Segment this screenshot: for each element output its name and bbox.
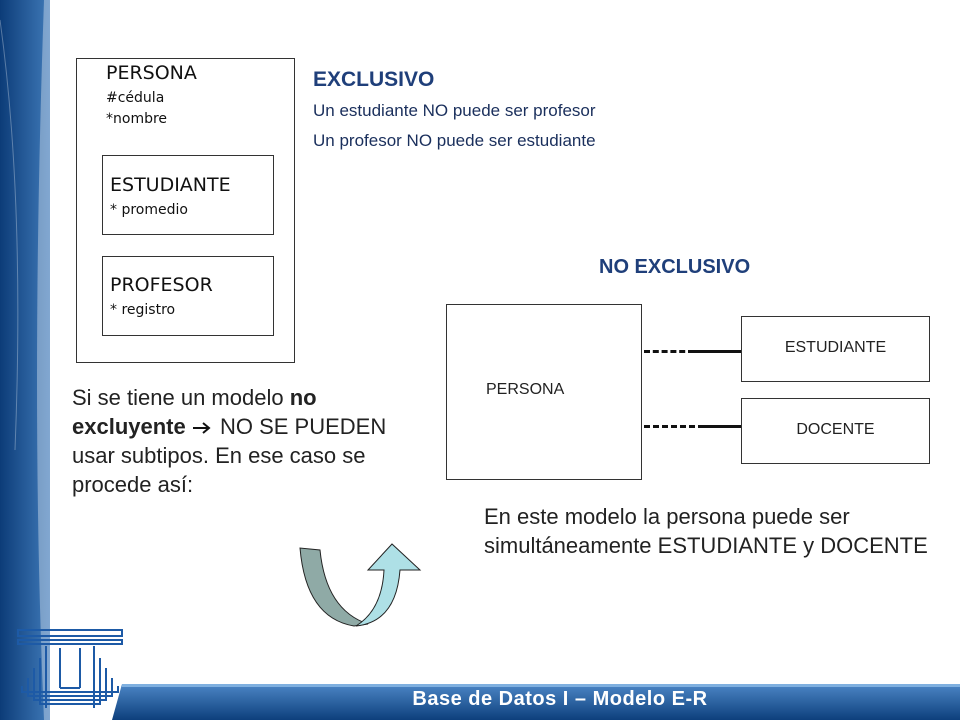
footer-title: Base de Datos I – Modelo E-R xyxy=(412,688,708,710)
profesor-box xyxy=(102,256,274,336)
note-part-2: NO SE PUEDEN usar subtipos. En ese caso … xyxy=(72,414,387,497)
docente-entity-box xyxy=(741,398,930,464)
non-exclusive-note: Si se tiene un modelo no excluyente NO S… xyxy=(72,383,422,499)
connector-estudiante-dashed xyxy=(644,350,694,353)
connector-docente-dashed xyxy=(644,425,704,428)
footer-banner xyxy=(112,684,960,720)
institution-logo xyxy=(17,629,123,708)
docente-entity-label: DOCENTE xyxy=(796,421,875,438)
estudiante-entity-box xyxy=(741,316,930,382)
estudiante-box xyxy=(102,155,274,235)
persona-entity-label: PERSONA xyxy=(486,381,565,398)
estudiante-title: ESTUDIANTE xyxy=(110,174,231,196)
curved-arrow-icon xyxy=(299,543,422,627)
estudiante-attr: * promedio xyxy=(110,202,188,218)
connector-docente-solid xyxy=(704,425,741,428)
persona-entity-box xyxy=(446,304,642,480)
exclusive-line-1: Un estudiante NO puede ser profesor xyxy=(313,101,596,120)
exclusive-line-2: Un profesor NO puede ser estudiante xyxy=(313,131,596,150)
connector-estudiante-solid xyxy=(694,350,741,353)
sidebar-decoration xyxy=(0,0,50,720)
persona-attr-cedula: #cédula xyxy=(106,90,165,106)
non-exclusive-heading: NO EXCLUSIVO xyxy=(599,256,751,278)
profesor-title: PROFESOR xyxy=(110,274,213,296)
note-part-1: Si se tiene un modelo xyxy=(72,385,290,410)
estudiante-entity-label: ESTUDIANTE xyxy=(784,339,887,356)
explanation-text: En este modelo la persona puede ser simu… xyxy=(484,504,928,558)
exclusive-heading: EXCLUSIVO xyxy=(313,68,435,91)
profesor-attr: * registro xyxy=(110,302,176,318)
persona-title: PERSONA xyxy=(106,62,197,84)
note-bold: no excluyente xyxy=(72,385,317,439)
persona-attr-nombre: *nombre xyxy=(106,111,168,127)
arrow-right-icon xyxy=(192,414,220,439)
